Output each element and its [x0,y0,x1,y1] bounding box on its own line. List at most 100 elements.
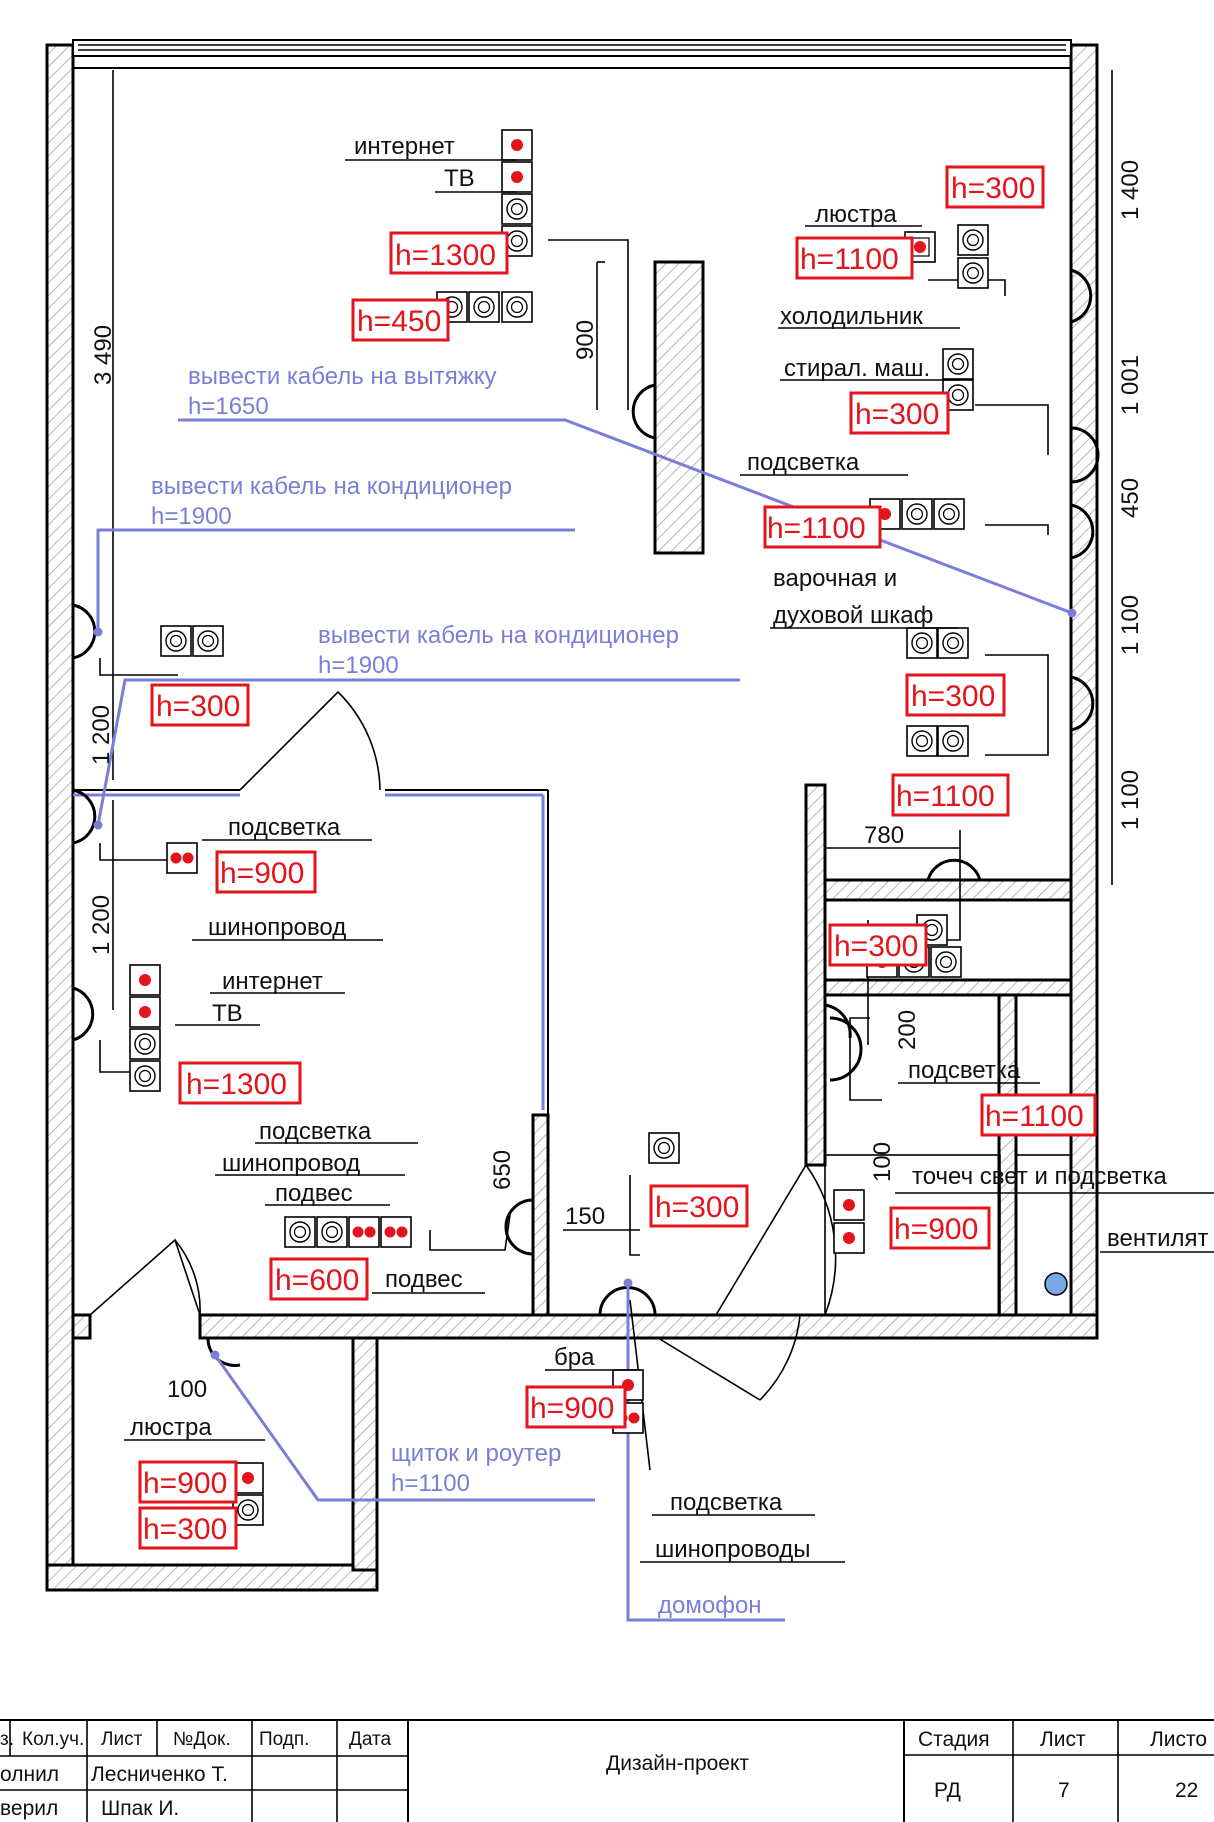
wall-bottom-left [45,1563,379,1592]
label-lustra-small: люстра [130,1414,212,1441]
tb-proveril-name: Шпак И. [101,1797,179,1820]
power-socket-icon [957,257,989,289]
outlet-point-icon [232,1462,264,1494]
note-ac2-1: вывести кабель на кондиционер [318,622,679,649]
dim-1200a: 1 200 [88,705,115,765]
label-h300-tr: h=300 [951,172,1035,205]
tb-ndok: №Док. [173,1729,231,1750]
label-tochech: точеч свет и подсветка [912,1163,1167,1190]
wall-bath-top [823,878,1073,902]
wall-stub-a [71,1313,92,1340]
tb-kol: Кол.уч. [22,1729,84,1750]
outlet-point-icon [833,1189,865,1221]
label-h1100-kitchen-low: h=1100 [896,780,995,813]
vent-icon [1044,1272,1068,1296]
wall-corridor [198,1313,1099,1340]
power-socket-icon [901,498,933,530]
power-socket-icon [316,1216,348,1248]
power-socket-icon [501,291,533,323]
dim-1100b: 1 100 [1117,770,1144,830]
label-h1300-left: h=1300 [186,1068,287,1101]
outlet-point-icon [166,842,198,874]
wall-right [1069,43,1099,1340]
label-h1100-podsvetka: h=1100 [767,512,866,545]
tb-podp: Подп. [259,1729,309,1750]
power-socket-icon [192,625,224,657]
label-cooktop-1: варочная и [773,565,897,592]
power-socket-icon [129,1060,161,1092]
ac1-cable-line [96,528,575,632]
note-ac2-2: h=1900 [318,652,399,679]
label-podsvetka-hall: подсветка [670,1489,783,1516]
note-hood-1: вывести кабель на вытяжку [188,363,497,390]
label-washer: стирал. маш. [784,355,930,382]
outlet-point-icon [348,1216,380,1248]
labels: интернет ТВ h=1300 h=450 h=300 люстра h=… [124,133,1214,1563]
label-h300-washer: h=300 [855,398,939,431]
power-socket-icon [930,946,962,978]
label-bra: бра [554,1344,595,1371]
label-podves-1: подвес [275,1180,353,1207]
label-podves-2: подвес [385,1266,463,1293]
label-internet-top: интернет [354,133,455,160]
note-ac1-2: h=1900 [151,503,232,530]
outlet-point-icon [501,161,533,193]
note-panel-2: h=1100 [391,1470,470,1497]
tb-izm: з. [0,1729,14,1750]
power-socket-icon [129,1028,161,1060]
wall-mid [531,1113,550,1317]
label-h900-bath: h=900 [894,1213,978,1246]
tb-stadia-h: Стадия [918,1728,990,1751]
dim-900: 900 [572,320,599,360]
label-h300-hall: h=300 [655,1191,739,1224]
label-cooktop-2: духовой шкаф [773,602,933,629]
label-tv-left: ТВ [212,1000,243,1027]
outlet-point-icon [129,964,161,996]
dim-650: 650 [489,1150,516,1190]
dim-1400: 1 400 [1117,160,1144,220]
power-socket-icon [957,224,989,256]
label-h300-left: h=300 [156,690,240,723]
label-h300-small: h=300 [143,1513,227,1546]
power-socket-icon [937,725,969,757]
label-h1100-bath: h=1100 [985,1100,1084,1133]
label-shinoprovod-left: шинопровод [208,914,346,941]
label-h450: h=450 [357,305,441,338]
label-h900-left: h=900 [220,857,304,890]
tb-stadia: РД [934,1779,961,1802]
island-column [653,260,705,555]
note-ac1-1: вывести кабель на кондиционер [151,473,512,500]
label-h1100-lustra: h=1100 [800,243,899,276]
tb-listov-h: Листо [1150,1728,1207,1751]
power-socket-icon [937,627,969,659]
dim-1100a: 1 100 [1117,595,1144,655]
partitions [73,789,1072,1316]
label-shinoprovody: шинопроводы [655,1536,811,1563]
dim-3490: 3 490 [90,325,117,385]
note-hood-2: h=1650 [188,393,269,420]
dim-780: 780 [864,822,904,849]
sockets [129,129,989,1526]
tb-data: Дата [349,1729,392,1750]
power-socket-icon [942,348,974,380]
dim-100b: 100 [167,1376,207,1403]
power-socket-icon [906,627,938,659]
dim-1200b: 1 200 [88,895,115,955]
hood-cable-line [178,418,1073,615]
ac2-cable-line [96,678,740,826]
power-socket-icon [648,1132,680,1164]
power-socket-icon [468,291,500,323]
label-podsvetka-left: подсветка [228,814,341,841]
tb-list-h: Лист [1040,1728,1086,1751]
dim-450: 450 [1117,478,1144,518]
tb-proveril: верил [0,1797,58,1820]
notes: вывести кабель на вытяжку h=1650 вывести… [151,363,762,1619]
tb-listov: 22 [1175,1779,1198,1802]
tb-list: Лист [101,1729,143,1750]
dim-100a: 100 [869,1142,896,1182]
label-h600: h=600 [275,1264,359,1297]
wiring [99,70,1113,1471]
power-socket-icon [284,1216,316,1248]
note-panel-1: щиток и роутер [391,1440,561,1467]
